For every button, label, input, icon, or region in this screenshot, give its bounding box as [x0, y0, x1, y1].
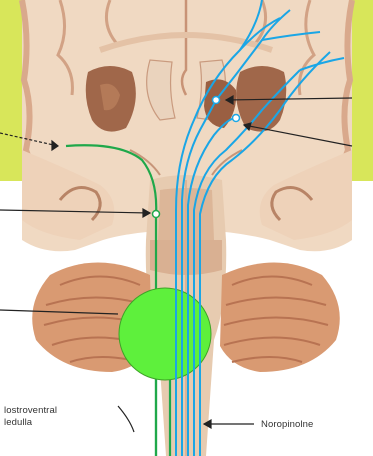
label-rostroventral: lostroventral [4, 405, 57, 416]
green-nucleus-marker [119, 288, 211, 380]
label-medulla: ledulla [4, 417, 32, 428]
label-norepinephrine: Noropinolne [261, 419, 313, 430]
blue-terminal-marker [233, 115, 240, 122]
blue-terminal-marker [213, 97, 220, 104]
